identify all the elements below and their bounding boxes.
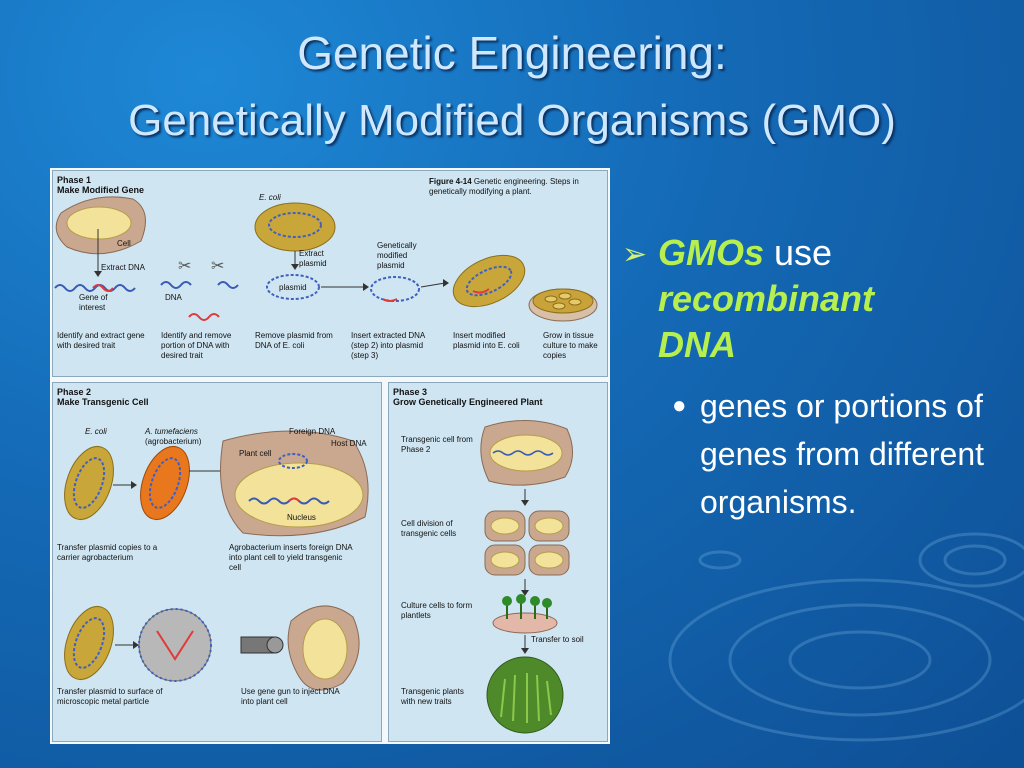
label-plasmid: plasmid	[279, 283, 307, 292]
phase2-step-3: Transfer plasmid to surface of microscop…	[57, 687, 163, 706]
label-culture-cells: Culture cells to form plantlets	[401, 601, 473, 620]
bullet-main-emph2: DNA	[658, 324, 736, 365]
bullet-sub: ● genes or portions of genes from differ…	[618, 382, 1018, 526]
phase3-heading: Phase 3	[393, 387, 428, 397]
bullet-main-use: use	[774, 232, 833, 273]
arrow-bullet-icon: ➢	[622, 238, 648, 271]
label-plant-cell: Plant cell	[239, 449, 272, 458]
bullet-sub-text: genes or portions of genes from differen…	[700, 388, 985, 520]
phase3-panel: Phase 3 Grow Genetically Engineered Plan…	[388, 382, 608, 742]
label-extract-plasmid: Extract plasmid	[299, 249, 327, 268]
phase1-panel: ✂ ✂ Phase 1 Make Modified G	[52, 170, 608, 377]
phase2-step-2: Agrobacterium inserts foreign DNA into p…	[229, 543, 353, 572]
label-agrobacterium: (agrobacterium)	[145, 437, 202, 446]
phase1-step-1: Identify and extract gene with desired t…	[57, 331, 145, 350]
phase1-step-2: Identify and remove portion of DNA with …	[161, 331, 232, 360]
label-cell: Cell	[117, 239, 131, 248]
phase2-step-4: Use gene gun to inject DNA into plant ce…	[241, 687, 340, 706]
svg-text:✂: ✂	[211, 258, 224, 275]
label-genetically-modified-plasmid: Genetically modified plasmid	[377, 241, 417, 270]
genetic-engineering-figure: ✂ ✂ Phase 1 Make Modified G	[50, 168, 610, 744]
label-e-coli-phase2: E. coli	[85, 427, 107, 436]
label-e-coli: E. coli	[259, 193, 281, 202]
label-host-dna: Host DNA	[331, 439, 367, 448]
label-transgenic-cell: Transgenic cell from Phase 2	[401, 435, 473, 454]
phase1-step-3: Remove plasmid from DNA of E. coli	[255, 331, 333, 350]
phase2-step-1: Transfer plasmid copies to a carrier agr…	[57, 543, 158, 562]
phase2-panel: Phase 2 Make Transgenic Cell E. coli A. …	[52, 382, 382, 742]
phase1-heading: Phase 1	[57, 175, 92, 185]
label-transfer-to-soil: Transfer to soil	[531, 635, 584, 644]
slide-subtitle: Genetically Modified Organisms (GMO)	[128, 96, 896, 145]
label-nucleus: Nucleus	[287, 513, 316, 522]
label-a-tumefaciens: A. tumefaciens	[145, 427, 198, 436]
phase3-illustration	[480, 420, 573, 734]
label-cell-division: Cell division of transgenic cells	[401, 519, 457, 538]
label-extract-dna: Extract DNA	[101, 263, 146, 272]
phase1-subheading: Make Modified Gene	[57, 185, 145, 195]
label-transgenic-plants: Transgenic plants with new traits	[401, 687, 464, 706]
phase1-step-5: Insert modified plasmid into E. coli	[453, 331, 520, 350]
svg-text:✂: ✂	[178, 258, 191, 275]
phase2-heading: Phase 2	[57, 387, 92, 397]
phase1-step-6: Grow in tissue culture to make copies	[543, 331, 598, 360]
bullet-main-emph1: recombinant	[658, 278, 875, 319]
phase1-illustration: ✂ ✂	[54, 196, 598, 322]
bullet-main: ➢ GMOs use recombinant DNA	[618, 230, 1018, 368]
figure-caption: Figure 4-14 Genetic engineering. Steps i…	[429, 177, 579, 196]
label-gene-of-interest: Gene of interest	[79, 293, 108, 312]
bullet-list: ➢ GMOs use recombinant DNA ● genes or po…	[618, 230, 1018, 526]
phase3-subheading: Grow Genetically Engineered Plant	[393, 397, 543, 407]
phase1-step-4: Insert extracted DNA (step 2) into plasm…	[351, 331, 425, 360]
phase2-illustration	[64, 430, 369, 691]
round-bullet-icon: ●	[672, 392, 687, 419]
label-dna: DNA	[165, 293, 182, 302]
slide-title: Genetic Engineering:	[297, 27, 727, 79]
phase2-subheading: Make Transgenic Cell	[57, 397, 149, 407]
label-foreign-dna: Foreign DNA	[289, 427, 336, 436]
bullet-main-bold: GMOs	[658, 232, 765, 273]
